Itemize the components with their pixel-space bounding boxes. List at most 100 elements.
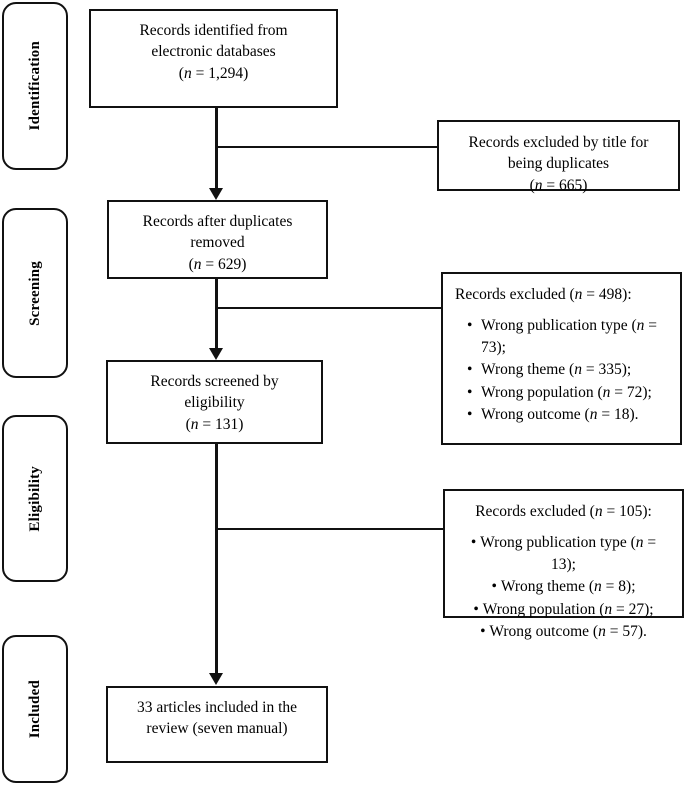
heading-value: 105	[619, 503, 643, 520]
side-box-excluded-screening: Records excluded (n = 498): Wrong public…	[441, 272, 682, 445]
reason-value: 73	[481, 338, 497, 356]
equals: =	[201, 255, 218, 273]
flow-box-line: removed	[190, 234, 245, 252]
reason-suffix: ).	[629, 405, 639, 423]
exclusion-reason-list: Wrong publication type (n = 73); Wrong t…	[455, 315, 670, 425]
reason-text: Wrong publication type (	[480, 534, 636, 552]
reason-value: 8	[618, 578, 627, 596]
paren-close: )	[582, 176, 588, 194]
arrowhead-dedup	[209, 188, 223, 200]
connector-identified-to-dedup	[215, 108, 218, 192]
equals: =	[191, 64, 209, 82]
count-value: 131	[215, 415, 239, 433]
flow-box-records-identified: Records identified from electronic datab…	[89, 9, 338, 108]
reason-text: Wrong theme (	[481, 361, 575, 379]
equals: =	[612, 600, 629, 618]
reason-text: Wrong population (	[481, 383, 603, 401]
reason-value: 72	[626, 383, 643, 401]
paren-open: (	[188, 255, 194, 273]
equals: =	[602, 503, 620, 520]
heading-text: Records excluded (	[455, 286, 575, 303]
reason-suffix: );	[642, 383, 652, 401]
list-item: Wrong theme (n = 8);	[457, 576, 670, 597]
equals: =	[601, 578, 619, 596]
reason-text: Wrong population (	[482, 600, 605, 618]
n-symbol: n	[594, 503, 603, 520]
n-symbol: n	[574, 361, 582, 379]
reason-value: 13	[551, 555, 567, 573]
paren-open: (	[185, 415, 191, 433]
equals: =	[198, 415, 215, 433]
paren-close: )	[238, 415, 244, 433]
arrowhead-screened	[209, 348, 223, 360]
reason-value: 57	[622, 622, 638, 640]
flow-box-line: 33 articles included in the	[136, 699, 298, 716]
branch-to-excluded-eligibility	[215, 528, 445, 530]
reason-text: Wrong publication type (	[481, 317, 637, 335]
excluded-heading: Records excluded (n = 498):	[455, 284, 670, 305]
equals: =	[643, 534, 657, 552]
flow-box-records-screened: Records screened by eligibility (n = 131…	[106, 360, 323, 444]
n-symbol: n	[589, 405, 598, 423]
heading-suffix: ):	[622, 286, 632, 303]
equals: =	[605, 622, 623, 640]
flow-box-line: eligibility	[184, 394, 245, 412]
side-box-count: (n = 665)	[451, 175, 666, 196]
heading-suffix: ):	[642, 503, 652, 520]
n-symbol: n	[635, 534, 644, 552]
list-item: Wrong publication type (n = 73);	[455, 315, 670, 358]
flow-box-count: (n = 131)	[118, 414, 311, 435]
stage-box-screening: Screening	[2, 208, 68, 378]
paren-close: )	[243, 64, 249, 82]
paren-open: (	[178, 64, 184, 82]
reason-suffix: );	[566, 555, 576, 573]
connector-dedup-to-screened	[215, 279, 218, 353]
stage-box-eligibility: Eligibility	[2, 415, 68, 582]
count-value: 665	[559, 176, 583, 194]
reason-value: 18	[613, 405, 630, 423]
equals: =	[542, 176, 559, 194]
arrowhead-included	[209, 673, 223, 685]
count-value: 1,294	[208, 64, 244, 82]
flow-box-articles-included: 33 articles included in the review (seve…	[106, 686, 328, 763]
stage-box-identification: Identification	[2, 2, 68, 170]
connector-screened-to-included	[215, 444, 218, 676]
list-item: Wrong publication type (n = 13);	[457, 532, 670, 575]
flow-box-line: Records identified from	[139, 22, 288, 39]
equals: =	[597, 405, 614, 423]
branch-to-excluded-duplicates	[215, 146, 439, 148]
paren-close: )	[241, 255, 247, 273]
stage-label-screening: Screening	[26, 260, 43, 326]
side-box-line: Records excluded by title for	[468, 134, 649, 151]
n-symbol: n	[594, 578, 602, 596]
n-symbol: n	[574, 286, 583, 303]
reason-suffix: );	[621, 361, 632, 379]
n-symbol: n	[190, 415, 199, 433]
reason-suffix: );	[626, 578, 636, 596]
flow-box-line: Records after duplicates	[142, 213, 293, 230]
reason-suffix: ).	[637, 622, 647, 640]
stage-label-identification: Identification	[26, 41, 43, 131]
exclusion-reason-list: Wrong publication type (n = 13); Wrong t…	[457, 532, 670, 642]
branch-to-excluded-screening	[215, 307, 442, 309]
n-symbol: n	[602, 383, 611, 401]
n-symbol: n	[534, 176, 543, 194]
stage-label-included: Included	[26, 679, 43, 739]
n-symbol: n	[604, 600, 613, 618]
reason-value: 335	[598, 361, 622, 379]
count-value: 629	[218, 255, 242, 273]
excluded-heading: Records excluded (n = 105):	[457, 501, 670, 522]
equals: =	[582, 286, 599, 303]
n-symbol: n	[183, 64, 192, 82]
list-item: Wrong population (n = 27);	[457, 599, 670, 620]
equals: =	[644, 317, 658, 335]
list-item: Wrong theme (n = 335);	[455, 359, 670, 381]
heading-value: 498	[598, 286, 623, 303]
n-symbol: n	[636, 317, 645, 335]
list-item: Wrong outcome (n = 57).	[457, 621, 670, 642]
reason-text: Wrong outcome (	[481, 405, 590, 423]
reason-suffix: );	[644, 600, 654, 618]
flow-box-count: (n = 629)	[119, 254, 316, 275]
side-box-excluded-duplicates: Records excluded by title for being dupl…	[437, 120, 680, 194]
flow-box-count: (n = 1,294)	[101, 63, 326, 84]
